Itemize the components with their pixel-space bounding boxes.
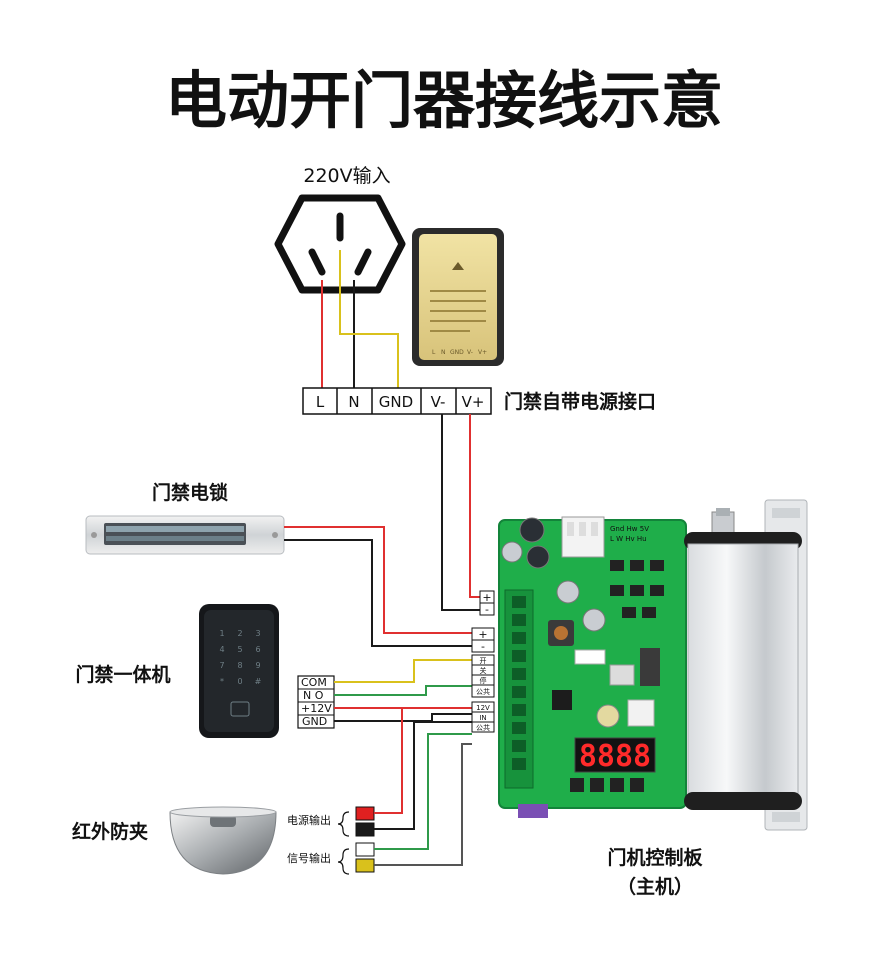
power-interface-label: 门禁自带电源接口	[504, 390, 656, 413]
board-terminal-control: 开 关 停 公共	[471, 654, 495, 698]
wire-GND-access	[334, 713, 472, 722]
ir-label: 红外防夹	[72, 820, 148, 843]
board-terminal-ir: 12V IN 公共	[471, 701, 495, 733]
psu-terminal-text: L	[432, 349, 436, 356]
keypad-key: 8	[237, 661, 242, 670]
terminal-board-power-plus: +	[482, 591, 491, 604]
brace-power	[337, 811, 350, 837]
keypad-key: 3	[255, 629, 260, 638]
card-reader-icon	[230, 701, 250, 717]
keypad-key: 9	[255, 661, 260, 670]
terminal-ir-common: 公共	[476, 723, 490, 732]
terminal-common: 公共	[476, 687, 490, 696]
keypad-key: 5	[237, 645, 242, 654]
ir-power-label: 电源输出	[287, 813, 331, 827]
board-label: 门机控制板	[607, 846, 703, 869]
terminal-V-minus: V-	[431, 393, 446, 411]
wire-ir-power	[374, 708, 403, 814]
terminal-NO: N O	[303, 689, 324, 702]
ir-wire-red	[355, 806, 375, 821]
wire-V-plus	[469, 414, 480, 598]
psu-terminal-text: V+	[478, 349, 487, 356]
ir-wire-yellow	[355, 858, 375, 873]
wire-GND	[339, 250, 399, 388]
terminal-GND: GND	[379, 393, 413, 411]
terminal-open: 开	[480, 657, 487, 665]
ir-wire-black	[355, 822, 375, 837]
access-control-keypad: 1 2 3 4 5 6 7 8 9 * 0 #	[199, 604, 279, 738]
wire-ir-signal	[374, 733, 472, 850]
keypad-key: 1	[219, 629, 224, 638]
psu-terminal-text: V-	[467, 349, 473, 356]
led-display: 8888	[579, 739, 651, 774]
keypad-key: 2	[237, 629, 242, 638]
keypad-key: 7	[219, 661, 224, 670]
door-operator-motor	[684, 499, 808, 831]
psu-terminal-text: GND	[450, 349, 464, 356]
terminal-stop: 停	[480, 676, 487, 685]
wire-NO	[334, 685, 472, 696]
wire-V-minus	[441, 414, 480, 611]
terminal-V-plus: V+	[462, 393, 485, 411]
access-unit-label: 门禁一体机	[75, 663, 170, 686]
keypad-key: *	[220, 677, 224, 686]
wire-ir-ground	[374, 721, 472, 830]
terminal-L: L	[316, 393, 325, 411]
power-terminal-block: L N GND V- V+	[302, 387, 492, 415]
control-board: Gnd Hw 5V L W Hv Hu 8888	[498, 516, 687, 818]
keypad-key: 4	[219, 645, 224, 654]
board-terminal-power: + -	[479, 590, 495, 616]
terminal-board-lock-minus: -	[481, 640, 485, 653]
board-mark: Gnd Hw 5V	[610, 525, 649, 533]
wire-lock-plus	[284, 526, 480, 634]
keypad-key: 0	[237, 677, 242, 686]
terminal-board-lock-plus: +	[478, 628, 487, 641]
power-socket-icon	[274, 194, 406, 294]
access-terminal-block: COM N O +12V GND	[297, 675, 335, 729]
lock-label: 门禁电锁	[152, 481, 228, 504]
board-label-sub: （主机）	[617, 875, 693, 898]
ir-wire-white	[355, 842, 375, 857]
psu-terminal-text: N	[441, 349, 446, 356]
terminal-ir-in: IN	[479, 714, 486, 722]
terminal-COM: COM	[301, 676, 327, 689]
board-terminal-lock: + -	[471, 627, 495, 653]
terminal-close: 关	[480, 666, 487, 675]
terminal-ir-12v: 12V	[476, 704, 490, 712]
keypad-key: #	[255, 677, 262, 686]
ir-sensor-device	[169, 806, 277, 875]
keypad-key: 6	[255, 645, 260, 654]
power-input-label: 220V输入	[303, 165, 390, 187]
power-supply-module: L N GND V- V+	[412, 228, 504, 366]
brace-signal	[337, 848, 350, 875]
terminal-12V: +12V	[301, 702, 332, 715]
terminal-board-power-minus: -	[485, 603, 489, 616]
page-title: 电动开门器接线示意	[165, 64, 723, 137]
wire-COM	[334, 659, 472, 683]
electric-lock-device	[85, 515, 285, 555]
board-mark: L W Hv Hu	[610, 535, 647, 543]
terminal-N: N	[348, 393, 359, 411]
terminal-GND-access: GND	[302, 715, 327, 728]
wire-lock-minus	[284, 539, 480, 647]
ir-signal-label: 信号输出	[287, 851, 331, 865]
wire-ir-common	[374, 743, 472, 866]
